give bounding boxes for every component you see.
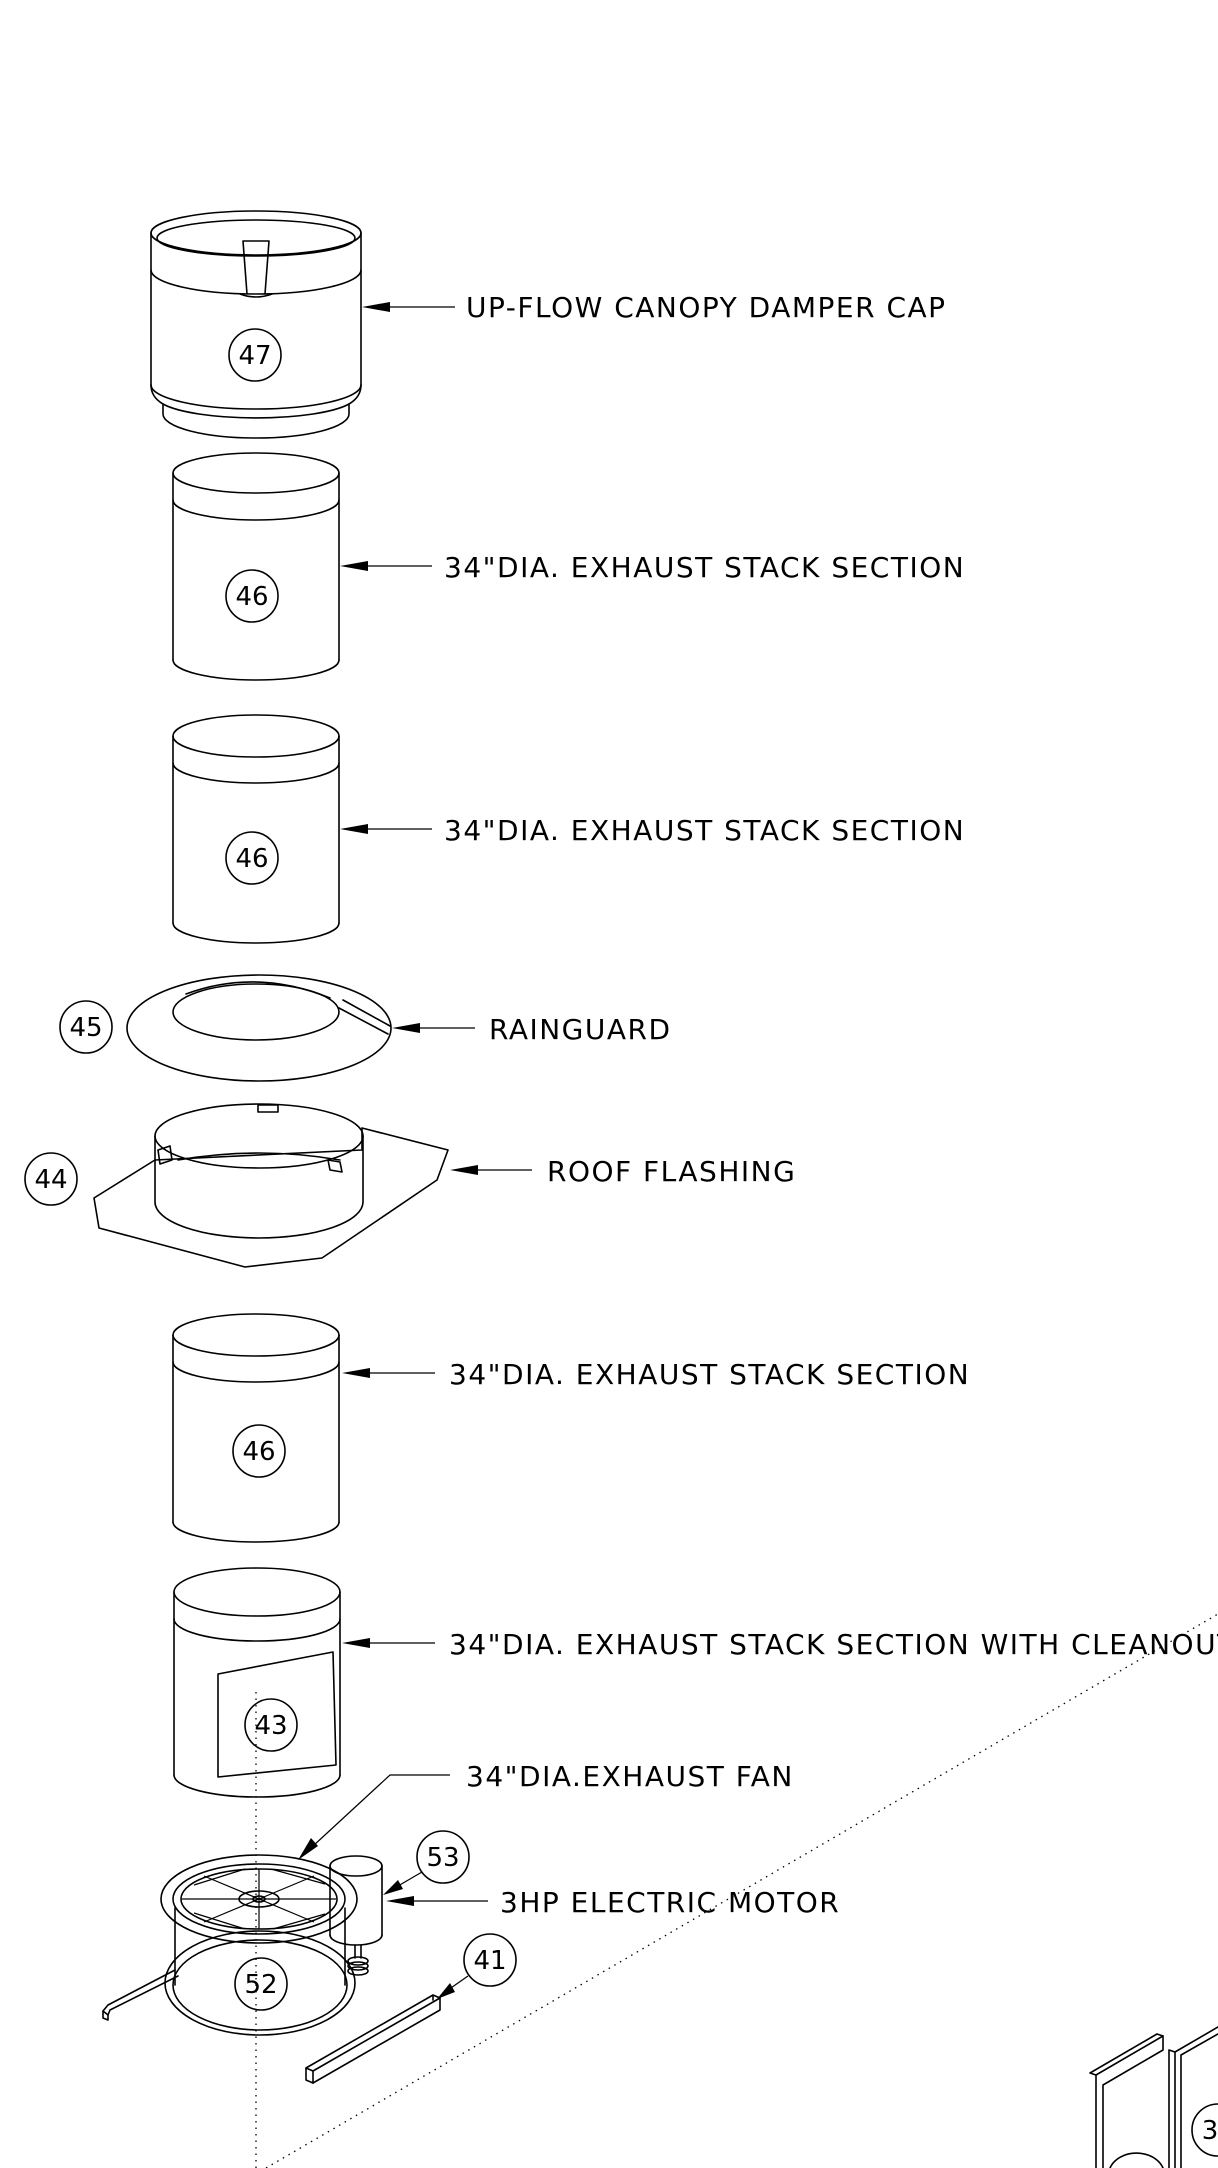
balloon-46-second: 46 — [225, 831, 279, 885]
leader-damper-cap — [362, 302, 455, 312]
leader-balloon-53-arrow — [383, 1880, 403, 1895]
label-motor: 3HP ELECTRIC MOTOR — [500, 1886, 840, 1919]
label-stack-section-1: 34"DIA. EXHAUST STACK SECTION — [444, 551, 965, 584]
balloon-43: 43 — [244, 1698, 298, 1752]
leader-stack-cleanout — [342, 1638, 435, 1648]
balloon-47-text: 47 — [238, 341, 271, 371]
leader-rainguard — [392, 1023, 475, 1033]
balloon-3-text: 3 — [1202, 2116, 1218, 2146]
leader-exhaust-fan — [298, 1774, 450, 1860]
balloon-41: 41 — [463, 1933, 517, 1987]
label-damper-cap: UP-FLOW CANOPY DAMPER CAP — [466, 291, 947, 324]
label-stack-cleanout: 34"DIA. EXHAUST STACK SECTION WITH CLEAN… — [449, 1628, 1218, 1661]
diagonal-reference-line — [265, 1613, 1218, 2168]
balloon-44-text: 44 — [34, 1165, 67, 1195]
label-roof-flashing: ROOF FLASHING — [547, 1155, 796, 1188]
balloon-3-partial: 3 — [1191, 2103, 1218, 2157]
leader-motor — [386, 1896, 488, 1906]
balloon-46-first-text: 46 — [235, 582, 268, 612]
balloon-46-third: 46 — [232, 1424, 286, 1478]
balloon-43-text: 43 — [254, 1711, 287, 1741]
label-rainguard: RAINGUARD — [489, 1013, 672, 1046]
balloon-44: 44 — [24, 1152, 78, 1206]
leader-stack-3 — [342, 1368, 435, 1378]
balloon-46-second-text: 46 — [235, 844, 268, 874]
damper-cap-part — [150, 210, 362, 439]
leader-balloon-53 — [397, 1871, 423, 1887]
stack-section-2-part — [172, 714, 340, 944]
partial-side-panels — [1089, 2026, 1218, 2168]
roof-flashing-part — [93, 1103, 449, 1268]
stack-cleanout-part — [173, 1567, 341, 1798]
cleanout-door — [217, 1651, 337, 1778]
bracket-rail-part — [305, 1994, 441, 2084]
electric-motor-part — [329, 1855, 383, 1976]
balloon-52: 52 — [234, 1957, 288, 2011]
balloon-45-text: 45 — [69, 1013, 102, 1043]
balloon-52-text: 52 — [244, 1970, 277, 2000]
stack-section-1-part — [172, 452, 340, 681]
leader-stack-2 — [340, 824, 432, 834]
leader-balloon-41-arrow — [437, 1983, 455, 1999]
balloon-53-text: 53 — [426, 1843, 459, 1873]
leader-stack-1 — [340, 561, 432, 571]
balloon-46-first: 46 — [225, 569, 279, 623]
balloon-47: 47 — [228, 328, 282, 382]
balloon-45: 45 — [59, 1000, 113, 1054]
exhaust-fan-part — [102, 1854, 358, 2036]
label-exhaust-fan: 34"DIA.EXHAUST FAN — [466, 1760, 794, 1793]
leader-roof-flashing — [450, 1165, 532, 1175]
label-stack-section-3: 34"DIA. EXHAUST STACK SECTION — [449, 1358, 970, 1391]
rainguard-part — [126, 974, 392, 1082]
label-stack-section-2: 34"DIA. EXHAUST STACK SECTION — [444, 814, 965, 847]
balloon-41-text: 41 — [473, 1946, 506, 1976]
balloon-53: 53 — [416, 1830, 470, 1884]
stack-section-3-part — [172, 1313, 340, 1543]
balloon-46-third-text: 46 — [242, 1437, 275, 1467]
fan-blades — [182, 1868, 336, 1930]
